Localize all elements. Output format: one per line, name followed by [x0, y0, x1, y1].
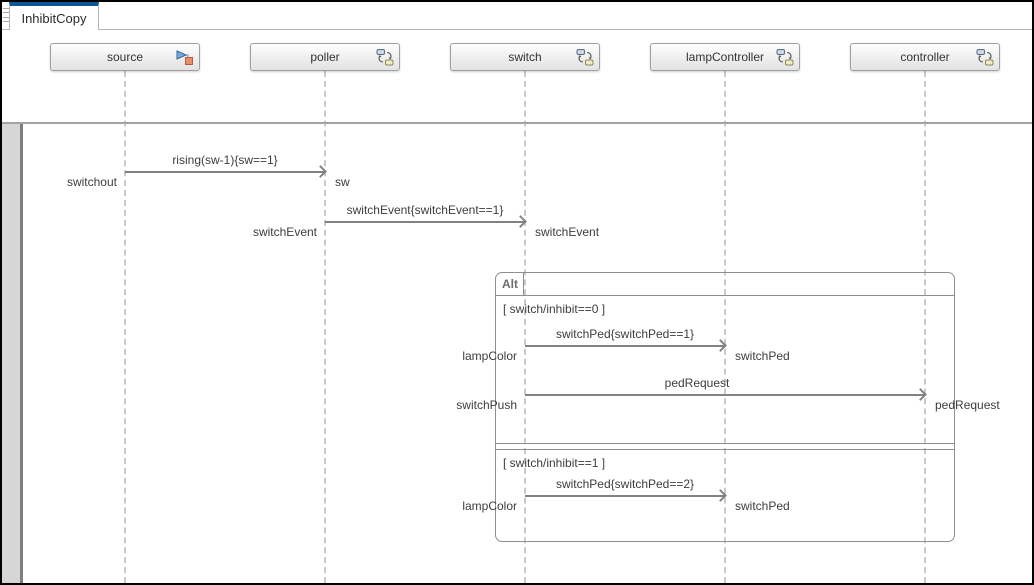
- tab-inhibitcopy[interactable]: InhibitCopy: [9, 2, 99, 30]
- operand-divider: [496, 443, 954, 450]
- stateflow-chart-icon: [776, 49, 794, 66]
- left-gutter: [2, 124, 23, 583]
- lifeline-label: switch: [508, 50, 542, 64]
- dest-port-label: switchPed: [735, 499, 790, 513]
- message-label: switchEvent{switchEvent==1}: [346, 203, 504, 217]
- lifeline-source: [124, 71, 126, 583]
- stateflow-chart-icon: [976, 49, 994, 66]
- alt-fragment[interactable]: Alt [ switch/inhibit==0 ] [ switch/inhib…: [495, 272, 955, 542]
- message-arrow: [125, 171, 325, 173]
- message-label: switchPed{switchPed==1}: [555, 327, 695, 341]
- lifeline-switch: [524, 71, 526, 583]
- source-port-label: switchout: [66, 175, 117, 189]
- dest-port-label: pedRequest: [935, 398, 1000, 412]
- dest-port-label: switchEvent: [535, 225, 600, 239]
- message-arrow: [525, 394, 925, 396]
- lifeline-header-controller[interactable]: controller: [850, 43, 1000, 71]
- tab-bar-divider: [2, 29, 1032, 30]
- lifeline-header-source[interactable]: source: [50, 43, 200, 71]
- message-label: pedRequest: [664, 376, 730, 390]
- lifeline-poller: [324, 71, 326, 583]
- source-port-label: lampColor: [462, 499, 517, 513]
- lifeline-header-switch[interactable]: switch: [450, 43, 600, 71]
- dest-port-label: switchPed: [735, 349, 790, 363]
- lifeline-label: poller: [310, 50, 340, 64]
- source-port-label: lampColor: [462, 349, 517, 363]
- lifeline-controller: [924, 71, 926, 583]
- message-arrow: [525, 345, 725, 347]
- canvas-separator: [2, 122, 1032, 124]
- lifeline-label: lampController: [685, 50, 765, 64]
- message-label: switchPed{switchPed==2}: [555, 477, 695, 491]
- lifeline-lampcontroller: [724, 71, 726, 583]
- lifeline-label: source: [106, 50, 144, 64]
- lifeline-header-lampcontroller[interactable]: lampController: [650, 43, 800, 71]
- message-arrow: [325, 221, 525, 223]
- source-port-label: switchPush: [456, 398, 517, 412]
- message-arrow: [525, 495, 725, 497]
- tab-label: InhibitCopy: [21, 10, 87, 26]
- operand-1-guard[interactable]: [ switch/inhibit==0 ]: [503, 302, 606, 316]
- panel-grip-icon[interactable]: [3, 8, 9, 22]
- operand-2-guard[interactable]: [ switch/inhibit==1 ]: [503, 456, 606, 470]
- lifeline-label: controller: [900, 50, 950, 64]
- fragment-operator-label: Alt: [496, 273, 524, 295]
- lifeline-header-poller[interactable]: poller: [250, 43, 400, 71]
- signal-source-icon: [176, 50, 193, 65]
- source-port-label: switchEvent: [252, 225, 317, 239]
- fragment-header-line: [496, 295, 954, 296]
- dest-port-label: sw: [335, 175, 350, 189]
- message-label: rising(sw-1){sw==1}: [172, 153, 278, 167]
- stateflow-chart-icon: [376, 49, 394, 66]
- stateflow-chart-icon: [576, 49, 594, 66]
